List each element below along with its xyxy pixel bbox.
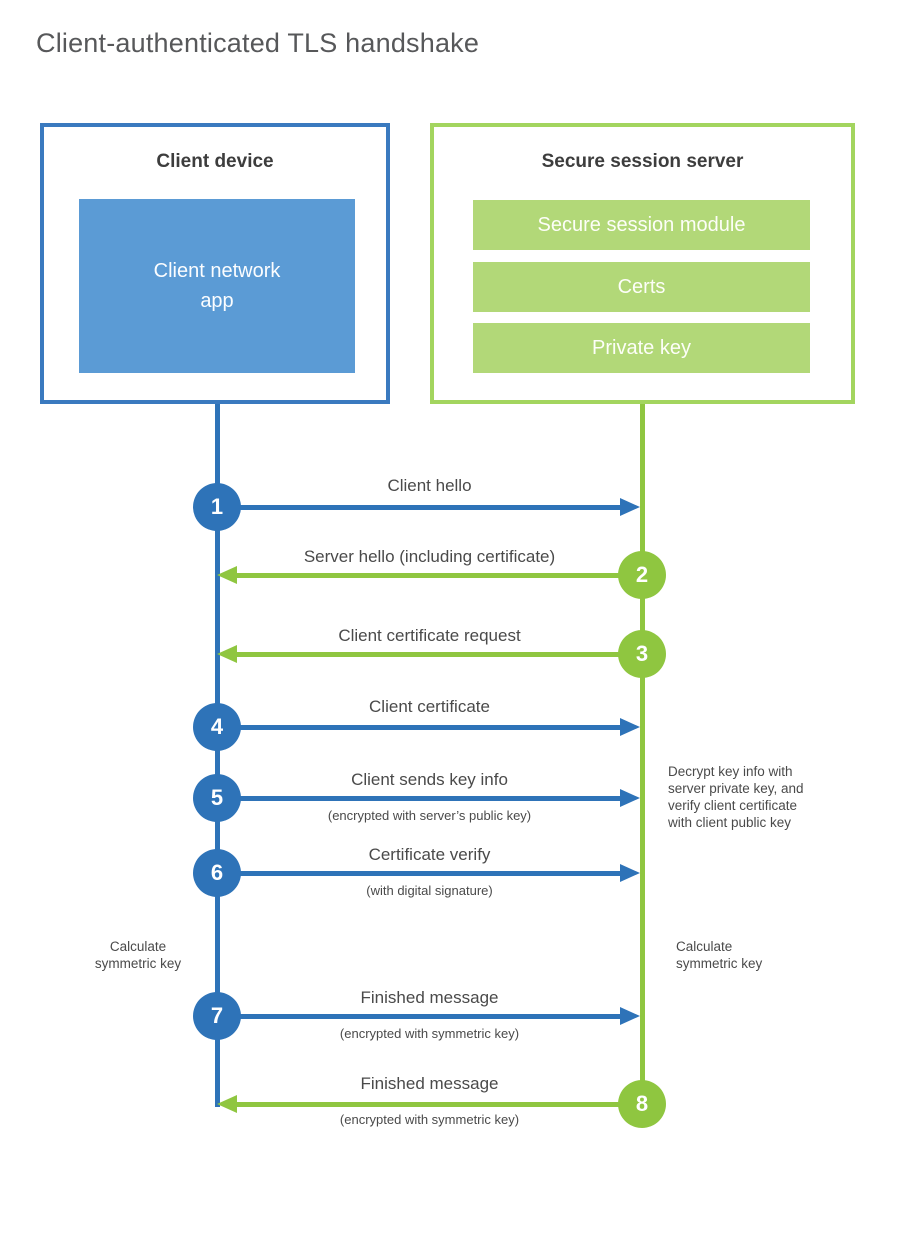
- client-network-app-label: Client network app: [153, 260, 281, 312]
- arrowhead-left-icon: [217, 645, 237, 663]
- arrowhead-right-icon: [620, 789, 640, 807]
- server-lifeline: [640, 404, 645, 1104]
- step-1-badge: 1: [193, 483, 241, 531]
- message-1-label: Client hello: [387, 476, 472, 495]
- message-5-arrow: [217, 789, 640, 807]
- arrowhead-right-icon: [620, 498, 640, 516]
- step-2-badge: 2: [618, 551, 666, 599]
- step-5-badge: 5: [193, 774, 241, 822]
- server-module-private-key: Private key: [473, 323, 810, 373]
- message-2-arrow: [217, 566, 642, 584]
- step-4-badge: 4: [193, 703, 241, 751]
- step-7-badge: 7: [193, 992, 241, 1040]
- arrowhead-right-icon: [620, 864, 640, 882]
- server-decrypt-note: Decrypt key info with server private key…: [668, 764, 804, 830]
- message-5-label: Client sends key info: [351, 770, 508, 789]
- message-3-arrow: [217, 645, 642, 663]
- message-4-arrow: [217, 718, 640, 736]
- page-title: Client-authenticated TLS handshake: [36, 28, 480, 58]
- client-device-heading: Client device: [156, 151, 274, 172]
- message-8-label: Finished message: [360, 1074, 499, 1093]
- server-module-secure-session-module: Secure session module: [473, 200, 810, 250]
- client-lifeline: [215, 404, 220, 1107]
- arrowhead-left-icon: [217, 1095, 237, 1113]
- arrowhead-right-icon: [620, 718, 640, 736]
- message-3-label: Client certificate request: [338, 626, 521, 645]
- message-4-label: Client certificate: [369, 697, 490, 716]
- client-calculate-symmetric-key-note: Calculate symmetric key: [94, 939, 182, 971]
- server-calculate-symmetric-key-note: Calculate symmetric key: [676, 939, 763, 971]
- server-module-certs: Certs: [473, 262, 810, 312]
- message-5-sublabel: (encrypted with server’s public key): [327, 808, 532, 823]
- message-7-label: Finished message: [360, 988, 499, 1007]
- message-2-label: Server hello (including certificate): [303, 547, 556, 566]
- arrowhead-right-icon: [620, 1007, 640, 1025]
- message-8-sublabel: (encrypted with symmetric key): [339, 1112, 520, 1127]
- message-6-arrow: [217, 864, 640, 882]
- message-1-arrow: [217, 498, 640, 516]
- message-7-arrow: [217, 1007, 640, 1025]
- secure-session-server-heading: Secure session server: [541, 151, 744, 172]
- message-7-sublabel: (encrypted with symmetric key): [339, 1026, 520, 1041]
- message-6-sublabel: (with digital signature): [366, 883, 493, 898]
- step-6-badge: 6: [193, 849, 241, 897]
- step-3-badge: 3: [618, 630, 666, 678]
- message-8-arrow: [217, 1095, 642, 1113]
- client-network-app-box: Client network app: [79, 199, 355, 373]
- arrowhead-left-icon: [217, 566, 237, 584]
- step-8-badge: 8: [618, 1080, 666, 1128]
- message-6-label: Certificate verify: [368, 845, 491, 864]
